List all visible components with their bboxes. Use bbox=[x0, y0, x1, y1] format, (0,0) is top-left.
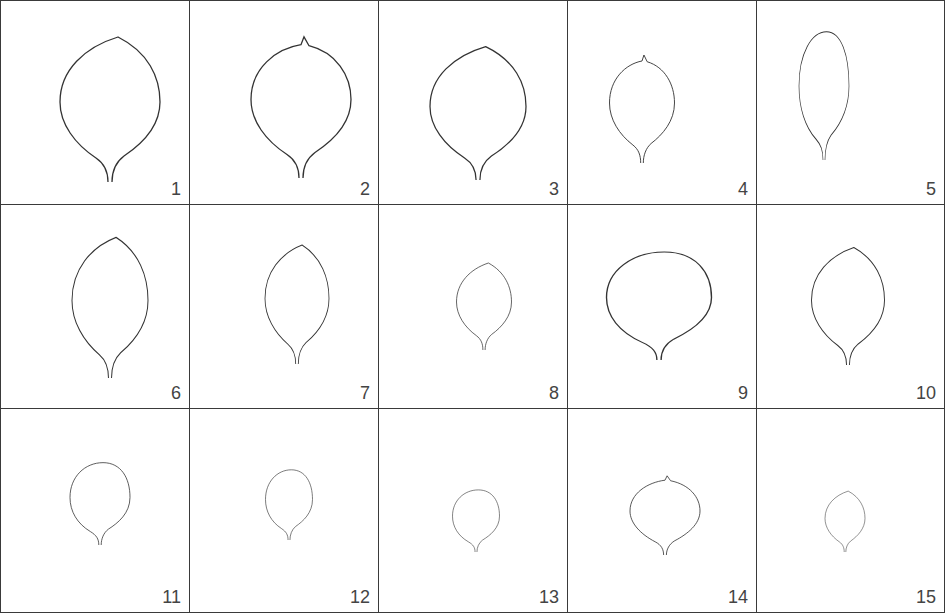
leaf-cell: 5 bbox=[756, 0, 945, 205]
callout-number: 7 bbox=[360, 383, 370, 404]
callout-number: 12 bbox=[350, 587, 370, 608]
leaf bbox=[430, 47, 526, 180]
leaf-cell: 3 bbox=[378, 0, 568, 205]
leaf bbox=[825, 491, 865, 552]
leaf-cell: 14 bbox=[567, 408, 757, 613]
callout-number: 9 bbox=[738, 383, 748, 404]
callout-number: 15 bbox=[916, 587, 936, 608]
leaf-cell: 13 bbox=[378, 408, 568, 613]
callout-number: 11 bbox=[162, 587, 181, 608]
leaf bbox=[265, 245, 329, 364]
leaf bbox=[630, 476, 700, 555]
leaf bbox=[251, 37, 351, 178]
leaf bbox=[453, 490, 500, 552]
callout-number: 6 bbox=[171, 383, 181, 404]
callout-number: 4 bbox=[738, 179, 748, 200]
leaf-cell: 6 bbox=[0, 204, 190, 409]
leaf-cell: 11 bbox=[0, 408, 190, 613]
leaf bbox=[457, 263, 512, 350]
callout-number: 13 bbox=[539, 587, 559, 608]
leaf bbox=[60, 37, 160, 182]
callout-number: 14 bbox=[728, 587, 748, 608]
callout-number: 3 bbox=[549, 179, 559, 200]
leaf-cell: 8 bbox=[378, 204, 568, 409]
leaf-cell: 2 bbox=[189, 0, 379, 205]
leaf bbox=[266, 470, 313, 540]
callout-number: 5 bbox=[926, 179, 936, 200]
callout-number: 2 bbox=[360, 179, 370, 200]
callout-number: 8 bbox=[549, 383, 559, 404]
callout-number: 10 bbox=[916, 383, 936, 404]
leaf-cell: 4 bbox=[567, 0, 757, 205]
leaf-cell: 9 bbox=[567, 204, 757, 409]
leaf-cell: 10 bbox=[756, 204, 945, 409]
leaf bbox=[812, 248, 885, 365]
leaf-cell: 1 bbox=[0, 0, 190, 205]
leaf-cell: 15 bbox=[756, 408, 945, 613]
leaf bbox=[70, 463, 130, 545]
leaf bbox=[607, 252, 712, 360]
leaf bbox=[610, 55, 675, 163]
leaf bbox=[72, 237, 148, 378]
leaf bbox=[799, 32, 849, 160]
leaf-cell: 7 bbox=[189, 204, 379, 409]
callout-number: 1 bbox=[171, 179, 181, 200]
leaf-cell: 12 bbox=[189, 408, 379, 613]
